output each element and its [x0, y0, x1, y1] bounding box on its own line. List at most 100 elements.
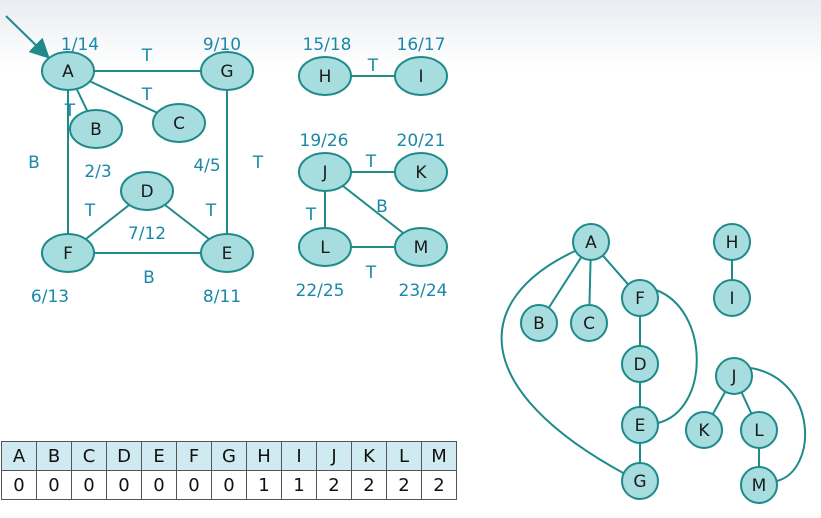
discovery-finish-time: 8/11 — [203, 287, 241, 307]
node-label: I — [418, 67, 423, 87]
discovery-finish-time: 20/21 — [397, 131, 446, 151]
table-value-cell: 2 — [386, 470, 422, 500]
node-shape — [570, 304, 608, 342]
graph-node-g: G — [200, 51, 254, 91]
node-label: I — [729, 289, 734, 309]
node-label: D — [140, 182, 153, 202]
edge-type-label: T — [141, 85, 153, 105]
graph-node-k: K — [394, 152, 448, 192]
graph-node-c: C — [152, 103, 206, 143]
node-shape — [621, 279, 659, 317]
edge-type-label: T — [141, 46, 153, 66]
node-shape — [69, 109, 123, 149]
node-label: D — [633, 355, 646, 375]
node-label: G — [633, 472, 646, 492]
forest-node-f: F — [621, 279, 659, 317]
node-label: M — [752, 476, 767, 496]
forest-node-d: D — [621, 345, 659, 383]
graph-node-j: J — [298, 152, 352, 192]
table-value-cell: 0 — [141, 470, 177, 500]
table-value-cell: 2 — [421, 470, 457, 500]
node-label: K — [415, 163, 427, 183]
node-shape — [685, 411, 723, 449]
discovery-finish-time: 4/5 — [193, 156, 220, 176]
node-shape — [621, 462, 659, 500]
table-header-cell: C — [71, 441, 107, 471]
graph-node-l: L — [298, 227, 352, 267]
forest-node-b: B — [520, 304, 558, 342]
node-label: F — [63, 244, 73, 264]
node-shape — [298, 56, 352, 96]
forest-back-edge-A-G — [500, 250, 626, 475]
start-arrow — [5, 15, 50, 59]
node-shape — [200, 233, 254, 273]
edge-type-label: B — [376, 197, 388, 217]
table-header-cell: M — [421, 441, 457, 471]
node-shape — [621, 406, 659, 444]
forest-node-i: I — [713, 279, 751, 317]
node-shape — [394, 152, 448, 192]
node-label: H — [726, 233, 739, 253]
edge-type-label: T — [84, 201, 96, 221]
graph-node-b: B — [69, 109, 123, 149]
discovery-finish-time: 15/18 — [303, 35, 352, 55]
edge-type-label: T — [367, 56, 379, 76]
forest-node-k: K — [685, 411, 723, 449]
graph-node-e: E — [200, 233, 254, 273]
node-label: J — [321, 163, 327, 183]
node-shape — [394, 56, 448, 96]
node-label: L — [320, 238, 330, 258]
table-value-cell: 0 — [1, 470, 37, 500]
node-shape — [520, 304, 558, 342]
forest-node-e: E — [621, 406, 659, 444]
discovery-finish-time: 23/24 — [399, 281, 448, 301]
forest-node-l: L — [740, 411, 778, 449]
table-value-cell: 0 — [71, 470, 107, 500]
node-label: L — [754, 421, 764, 441]
table-value-cell: 2 — [351, 470, 387, 500]
discovery-finish-time: 6/13 — [31, 287, 69, 307]
node-shape — [394, 227, 448, 267]
table-header-cell: J — [316, 441, 352, 471]
table-header-row: A B C D E F G H I J K L M — [1, 441, 457, 471]
node-shape — [572, 223, 610, 261]
edge-type-label: B — [143, 268, 155, 288]
forest-node-g: G — [621, 462, 659, 500]
node-label: K — [698, 421, 710, 441]
node-label: A — [585, 233, 597, 253]
edge-type-label: T — [205, 201, 217, 221]
graph-node-m: M — [394, 227, 448, 267]
table-header-cell: I — [281, 441, 317, 471]
discovery-finish-time: 22/25 — [296, 281, 345, 301]
forest-node-h: H — [713, 223, 751, 261]
forest-back-edge-J-M — [750, 367, 806, 482]
node-shape — [713, 279, 751, 317]
forest-node-c: C — [570, 304, 608, 342]
table-value-cell: 1 — [281, 470, 317, 500]
table-value-cell: 0 — [176, 470, 212, 500]
table-header-cell: D — [106, 441, 142, 471]
edge-type-label: B — [28, 153, 40, 173]
graph-node-h: H — [298, 56, 352, 96]
node-shape — [152, 103, 206, 143]
discovery-finish-time: 1/14 — [61, 35, 99, 55]
table-header-cell: E — [141, 441, 177, 471]
table-header-cell: L — [386, 441, 422, 471]
node-label: E — [635, 416, 646, 436]
graph-node-i: I — [394, 56, 448, 96]
node-label: B — [533, 314, 545, 334]
graph-node-a: A — [41, 51, 95, 91]
node-label: F — [635, 289, 645, 309]
table-header-cell: H — [246, 441, 282, 471]
table-header-cell: G — [211, 441, 247, 471]
node-label: H — [319, 67, 332, 87]
discovery-finish-time: 7/12 — [128, 224, 166, 244]
table-value-cell: 2 — [316, 470, 352, 500]
forest-node-a: A — [572, 223, 610, 261]
edge-type-label: T — [305, 205, 317, 225]
table-header-cell: B — [36, 441, 72, 471]
edge-type-label: T — [252, 153, 264, 173]
table-value-row: 0 0 0 0 0 0 0 1 1 2 2 2 2 — [1, 470, 457, 500]
graph-node-d: D — [120, 171, 174, 211]
